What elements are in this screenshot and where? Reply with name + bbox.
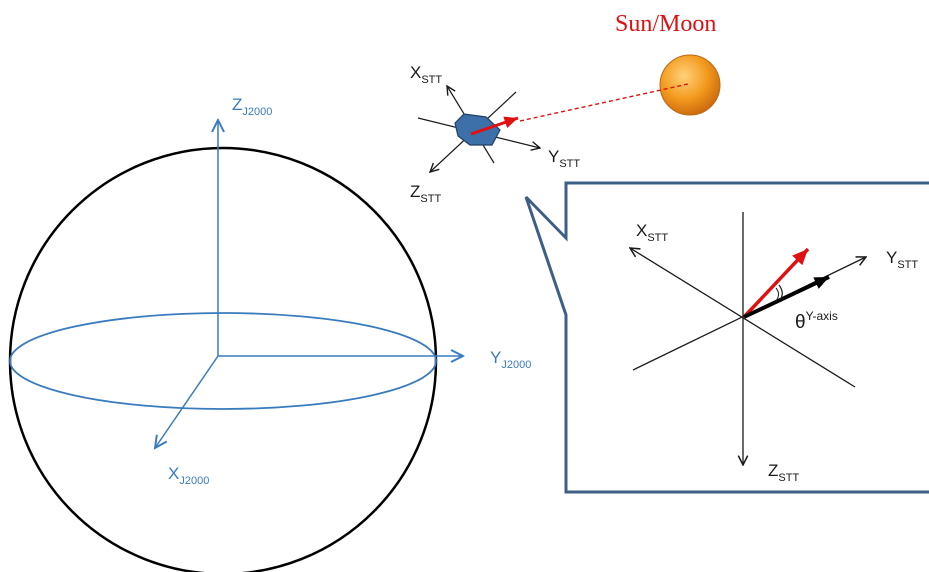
x-stt-label-large: XSTT	[636, 221, 668, 244]
celestial-sphere: ZJ2000 YJ2000 XJ2000	[8, 95, 531, 572]
x-j2000-label: XJ2000	[168, 464, 209, 487]
theta-y-axis-label: θY-axis	[795, 309, 838, 333]
x-stt-label-small: XSTT	[410, 63, 442, 86]
y-stt-label-small: YSTT	[548, 147, 580, 170]
x-j2000-axis	[155, 355, 219, 448]
sun-vector-small	[470, 116, 519, 136]
sun-moon-icon	[659, 54, 721, 116]
zoom-callout: XSTT YSTT ZSTT θY-axis	[524, 181, 929, 494]
star-tracker-icon	[454, 113, 501, 146]
z-stt-label-small: ZSTT	[410, 182, 441, 205]
angle-arc	[778, 284, 783, 301]
sun-direction-dashed	[519, 83, 689, 122]
sphere-outline	[8, 146, 438, 572]
z-j2000-label: ZJ2000	[232, 95, 272, 118]
y-stt-label-large: YSTT	[886, 248, 918, 271]
angle-arc-inner	[775, 287, 779, 302]
z-stt-label-large: ZSTT	[768, 461, 799, 484]
sun-moon-group: Sun/Moon	[519, 11, 721, 122]
equator-ellipse	[9, 312, 437, 410]
callout-border	[524, 181, 929, 494]
sun-moon-label: Sun/Moon	[615, 11, 716, 37]
star-tracker-frame-small: XSTT YSTT ZSTT	[410, 63, 580, 205]
y-j2000-label: YJ2000	[490, 348, 531, 371]
y-axis-projection-large	[743, 275, 830, 319]
sun-vector-large	[742, 247, 810, 319]
